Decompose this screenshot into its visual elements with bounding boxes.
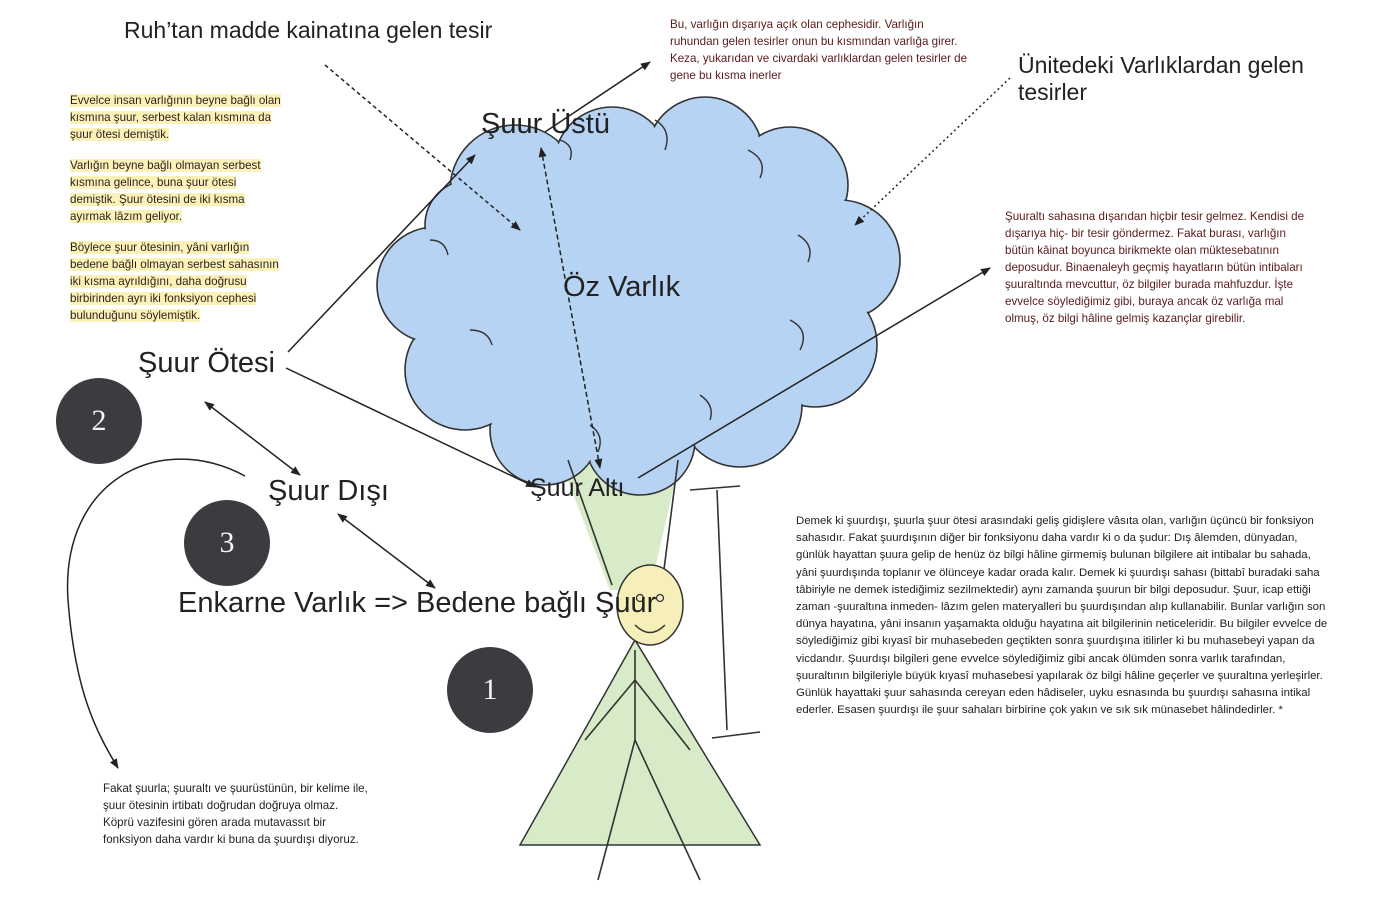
arrow-curve-to-note [66,458,246,769]
arrow-otesi-to-ustu [287,154,476,353]
label-suur-otesi: Şuur Ötesi [138,347,275,379]
face [616,564,684,646]
note-suur-alti: Şuuraltı sahasına dışarıdan hiçbir tesir… [1005,210,1305,325]
arrow-ustu-alti-dashed [538,147,603,469]
arrow-ruh-to-cloud [324,64,521,231]
label-suur-ustu: Şuur Üstü [481,108,610,140]
badge-1: 1 [447,647,533,733]
arrow-otesi-to-alti [285,367,536,488]
ruh-header: Ruh’tan madde kainatına gelen tesir [124,17,493,43]
body-triangle [518,638,762,846]
badge-3: 3 [184,500,270,586]
arrow-disi-enkarne [337,513,436,589]
stick-figure [567,459,761,881]
unit-influences-header: Ünitedeki Varlıklardan gelen tesirler [1018,52,1304,105]
note-left-column: Evvelce insan varlığının beyne bağlı ola… [70,92,285,338]
right-eye [655,593,665,603]
arrows [66,61,1011,769]
note-suur-disi: Demek ki şuurdışı, şuurla şuur ötesi ara… [796,515,1328,717]
badge-2: 2 [56,378,142,464]
note-left-p2: Varlığın beyne bağlı olmayan serbest kıs… [70,159,261,223]
note-left-p1: Evvelce insan varlığının beyne bağlı ola… [70,94,281,141]
arrow-alti-to-note [637,267,991,479]
label-suur-disi: Şuur Dışı [268,475,389,507]
arrow-suurustu-to-note [544,61,651,133]
label-oz-varlik: Öz Varlık [563,271,681,303]
left-eye [635,593,645,603]
note-left-p3: Böylece şuur ötesinin, yâni varlığın bed… [70,241,279,322]
smile [634,624,666,634]
note-bottom-left: Fakat şuurla; şuuraltı ve şuurüstünün, b… [103,782,368,846]
label-suur-alti: Şuur Altı [530,474,625,502]
arrow-otesi-disi [204,401,301,476]
arrow-unit-to-cloud [854,77,1011,226]
label-enkarne: Enkarne Varlık => Bedene bağlı Şuur [178,587,657,619]
note-suur-ustu: Bu, varlığın dışarıya açık olan cephesid… [670,18,968,82]
